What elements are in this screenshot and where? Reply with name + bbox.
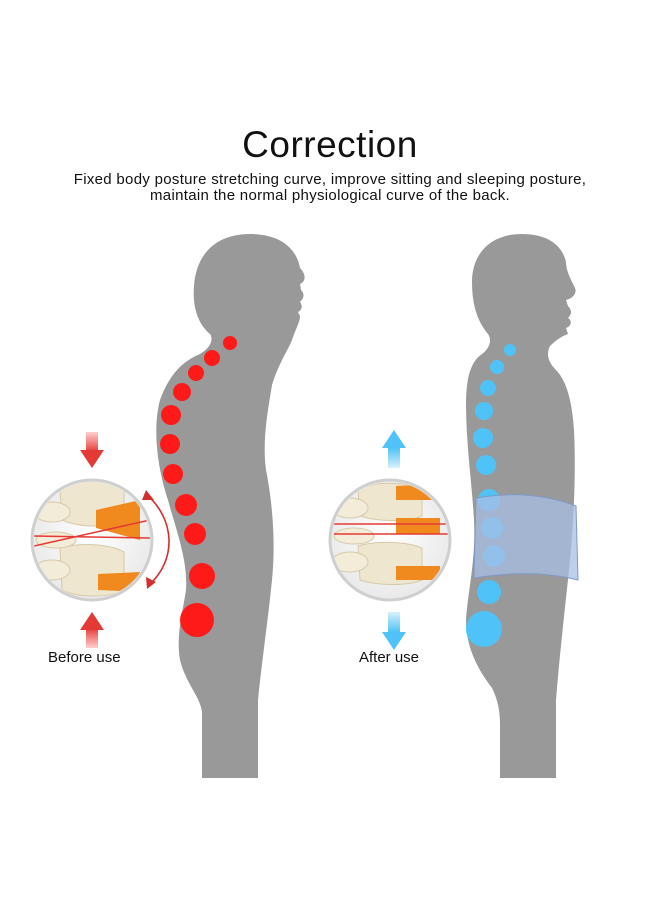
spine-dot-before-4 [173, 383, 191, 401]
spine-dot-before-1 [223, 336, 237, 350]
subtitle-line-1: Fixed body posture stretching curve, imp… [73, 171, 587, 188]
spine-dot-after-10 [477, 580, 501, 604]
spine-dot-before-9 [184, 523, 206, 545]
spine-dot-after-1 [504, 344, 516, 356]
spine-magnifier-before [30, 478, 154, 602]
spine-dot-before-10 [189, 563, 215, 589]
spine-magnifier-after [328, 478, 452, 602]
rotation-arrow-icon [142, 490, 170, 589]
spine-dot-before-6 [160, 434, 180, 454]
before-use-label: Before use [48, 649, 121, 666]
spine-dot-before-7 [163, 464, 183, 484]
spine-dot-before-8 [175, 494, 197, 516]
spine-dot-after-2 [490, 360, 504, 374]
spine-dot-after-3 [480, 380, 496, 396]
spine-dot-before-11 [180, 603, 214, 637]
subtitle-line-2: maintain the normal physiological curve … [150, 187, 510, 204]
after-use-label: After use [359, 649, 420, 666]
spine-dot-before-3 [188, 365, 204, 381]
compression-arrow-icon [80, 432, 104, 648]
spine-dot-after-6 [476, 455, 496, 475]
posture-brace [473, 494, 579, 581]
spine-dot-before-2 [204, 350, 220, 366]
spine-dot-after-4 [475, 402, 493, 420]
spine-dots-before [160, 336, 237, 637]
page-title: Correction [242, 124, 418, 165]
stretch-arrow-icon [382, 430, 406, 650]
spine-dot-after-11 [466, 611, 502, 647]
spine-dot-before-5 [161, 405, 181, 425]
spine-dot-after-5 [473, 428, 493, 448]
page-subtitle: Fixed body posture stretching curve, imp… [0, 172, 660, 204]
